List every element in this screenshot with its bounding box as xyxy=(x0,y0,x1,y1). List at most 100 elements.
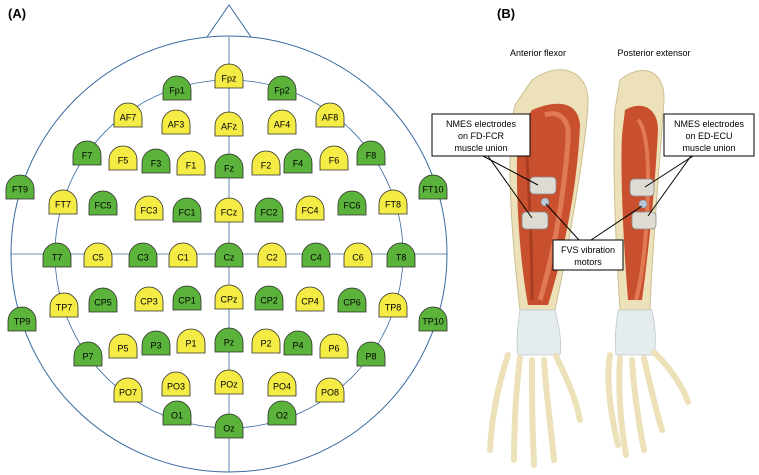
electrode-f6: F6 xyxy=(319,145,349,171)
electrode-shape xyxy=(128,242,158,268)
nmes-right-line1: NMES electrodes xyxy=(674,119,745,129)
anterior-flexor-label: Anterior flexor xyxy=(510,48,566,58)
electrode-tp8: TP8 xyxy=(378,292,408,318)
electrode-label: CP4 xyxy=(301,296,319,306)
electrode-shape xyxy=(172,285,202,311)
electrode-shape xyxy=(162,75,192,101)
electrode-af7: AF7 xyxy=(113,102,143,128)
electrode-shape xyxy=(7,306,37,332)
electrode-pz: Pz xyxy=(214,327,244,353)
electrode-label: Pz xyxy=(224,337,235,347)
electrode-f1: F1 xyxy=(176,150,206,176)
electrode-label: Cz xyxy=(224,252,235,262)
electrode-shape xyxy=(108,145,138,171)
electrode-oz: Oz xyxy=(214,413,244,439)
electrode-cp5: CP5 xyxy=(88,287,118,313)
electrode-cp6: CP6 xyxy=(337,287,367,313)
electrode-shape xyxy=(251,328,281,354)
electrode-shape xyxy=(5,174,35,200)
electrode-shape xyxy=(283,330,313,356)
electrode-shape xyxy=(214,242,244,268)
electrode-shape xyxy=(283,148,313,174)
electrode-label: AF3 xyxy=(168,119,185,129)
electrode-label: P1 xyxy=(185,338,196,348)
electrode-shape xyxy=(337,287,367,313)
electrode-label: FC1 xyxy=(178,207,195,217)
electrode-label: FC2 xyxy=(260,207,277,217)
electrode-fc4: FC4 xyxy=(295,195,325,221)
electrode-shape xyxy=(214,413,244,439)
electrode-label: P4 xyxy=(292,340,303,350)
electrode-fc3: FC3 xyxy=(134,195,164,221)
electrode-shape xyxy=(161,109,191,135)
electrode-shape xyxy=(267,109,297,135)
electrode-label: FC5 xyxy=(94,200,111,210)
electrode-label: F4 xyxy=(293,158,304,168)
electrode-f3: F3 xyxy=(141,148,171,174)
electrode-label: Fp2 xyxy=(274,85,290,95)
electrode-label: C6 xyxy=(352,252,364,262)
electrode-c4: C4 xyxy=(301,242,331,268)
electrode-shape xyxy=(343,242,373,268)
electrode-shape xyxy=(315,102,345,128)
electrode-p2: P2 xyxy=(251,328,281,354)
electrode-shape xyxy=(315,377,345,403)
posterior-forearm-illustration xyxy=(605,70,691,458)
electrode-label: FT9 xyxy=(12,184,28,194)
electrode-label: P5 xyxy=(117,343,128,353)
electrode-shape xyxy=(295,195,325,221)
electrode-fc6: FC6 xyxy=(337,190,367,216)
electrode-c6: C6 xyxy=(343,242,373,268)
electrode-label: Fz xyxy=(224,163,234,173)
electrode-shape xyxy=(49,292,79,318)
electrode-label: F1 xyxy=(186,160,197,170)
electrode-shape xyxy=(113,102,143,128)
electrode-shape xyxy=(295,286,325,312)
electrode-label: P6 xyxy=(328,343,339,353)
electrode-poz: POz xyxy=(214,369,244,395)
electrode-label: POz xyxy=(220,379,238,389)
electrode-shape xyxy=(141,330,171,356)
electrode-label: TP10 xyxy=(422,316,444,326)
electrode-cp3: CP3 xyxy=(134,286,164,312)
electrode-label: CPz xyxy=(220,294,238,304)
electrode-po3: PO3 xyxy=(161,371,191,397)
electrode-label: F8 xyxy=(366,150,377,160)
electrode-shape xyxy=(214,369,244,395)
electrode-label: AF7 xyxy=(120,112,137,122)
electrode-shape xyxy=(214,197,244,223)
electrode-f5: F5 xyxy=(108,145,138,171)
electrode-label: FT8 xyxy=(385,199,401,209)
electrode-fc5: FC5 xyxy=(88,190,118,216)
electrode-fp1: Fp1 xyxy=(162,75,192,101)
electrode-label: F2 xyxy=(261,160,272,170)
electrode-label: TP7 xyxy=(56,302,73,312)
electrode-fc1: FC1 xyxy=(172,197,202,223)
electrode-p4: P4 xyxy=(283,330,313,356)
electrode-label: T8 xyxy=(396,252,407,262)
electrode-p7: P7 xyxy=(73,341,103,367)
electrode-label: TP9 xyxy=(14,316,31,326)
electrode-af3: AF3 xyxy=(161,109,191,135)
electrode-shape xyxy=(251,150,281,176)
electrode-p1: P1 xyxy=(176,328,206,354)
electrode-shape xyxy=(214,63,244,89)
electrode-shape xyxy=(319,333,349,359)
electrode-c1: C1 xyxy=(168,242,198,268)
electrode-shape xyxy=(108,333,138,359)
electrode-label: FT10 xyxy=(422,184,443,194)
electrode-shape xyxy=(301,242,331,268)
electrode-label: Fp1 xyxy=(169,85,185,95)
electrode-t7: T7 xyxy=(42,242,72,268)
electrode-f4: F4 xyxy=(283,148,313,174)
electrode-p3: P3 xyxy=(141,330,171,356)
nmes-right-callout: NMES electrodes on ED-ECU muscle union xyxy=(663,113,755,157)
electrode-shape xyxy=(214,111,244,137)
callout-lines xyxy=(482,155,694,241)
electrode-af8: AF8 xyxy=(315,102,345,128)
electrode-p6: P6 xyxy=(319,333,349,359)
electrode-shape xyxy=(134,195,164,221)
electrode-cp1: CP1 xyxy=(172,285,202,311)
fvs-line1: FVS vibration xyxy=(561,245,615,255)
